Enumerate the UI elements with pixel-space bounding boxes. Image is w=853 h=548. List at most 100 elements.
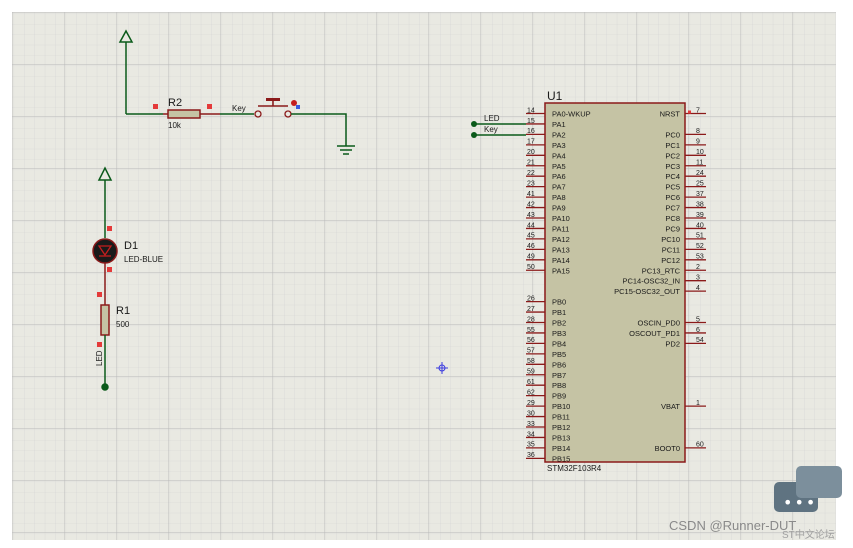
pin-number: 29: [527, 400, 535, 407]
mcu-pin-pa3[interactable]: 17 PA3: [526, 139, 566, 150]
pin-number: 60: [696, 442, 704, 449]
pin-name: PC10: [661, 235, 680, 244]
pin-number: 36: [527, 452, 535, 459]
pin-number: 7: [696, 107, 700, 114]
ground-symbol[interactable]: [337, 145, 355, 155]
pin-number: 61: [527, 379, 535, 386]
pin-name: PC5: [665, 183, 680, 192]
button-actuator-dot: [291, 100, 297, 106]
schematic-canvas[interactable]: R2 10k Key D1 LED-BLUE: [12, 12, 836, 540]
pin-number: 28: [527, 316, 535, 323]
net-label-key: Key: [484, 125, 498, 134]
mcu-pin-pb11[interactable]: 30 PB11: [526, 410, 570, 422]
net-key-to-pa1[interactable]: Key: [471, 125, 526, 138]
pin-name: PB0: [552, 298, 566, 307]
origin-marker[interactable]: [436, 362, 448, 374]
pin-name: PC11: [662, 245, 680, 254]
r1-ref-label: R1: [116, 305, 130, 317]
pin-number: 24: [696, 170, 704, 177]
pin-name: PA4: [552, 151, 566, 160]
pin-number: 8: [696, 128, 700, 135]
watermark-text: CSDN @Runner-DUT: [669, 518, 797, 533]
pin-name: PC2: [665, 151, 680, 160]
chat-dots: •••: [783, 493, 818, 512]
power-terminal-led[interactable]: [97, 166, 113, 238]
pin-number: 30: [527, 410, 535, 417]
pin-name: PA3: [552, 141, 566, 150]
led-net-label: LED: [95, 350, 104, 366]
pin-number: 22: [527, 170, 535, 177]
pin-name: OSCIN_PD0: [637, 319, 680, 328]
power-terminal-top[interactable]: [118, 29, 134, 114]
resistor-r1[interactable]: R1 500: [97, 292, 130, 347]
pin-number: 17: [527, 139, 535, 146]
pin-name: PA12: [552, 235, 570, 244]
wire-r1-to-led-net: [101, 335, 109, 391]
push-button-key[interactable]: Key: [232, 98, 300, 118]
pin-number: 16: [527, 128, 535, 135]
pin-name: PB11: [552, 413, 570, 422]
net-led-to-pa0[interactable]: LED: [471, 114, 526, 127]
pin-name: PA8: [552, 193, 566, 202]
led-d1[interactable]: D1 LED-BLUE: [92, 226, 163, 272]
resistor-r2[interactable]: R2 10k: [153, 97, 220, 130]
pin-name: PC6: [665, 193, 680, 202]
r2-ref-label: R2: [168, 97, 182, 109]
pin-end-marker: [107, 226, 112, 231]
